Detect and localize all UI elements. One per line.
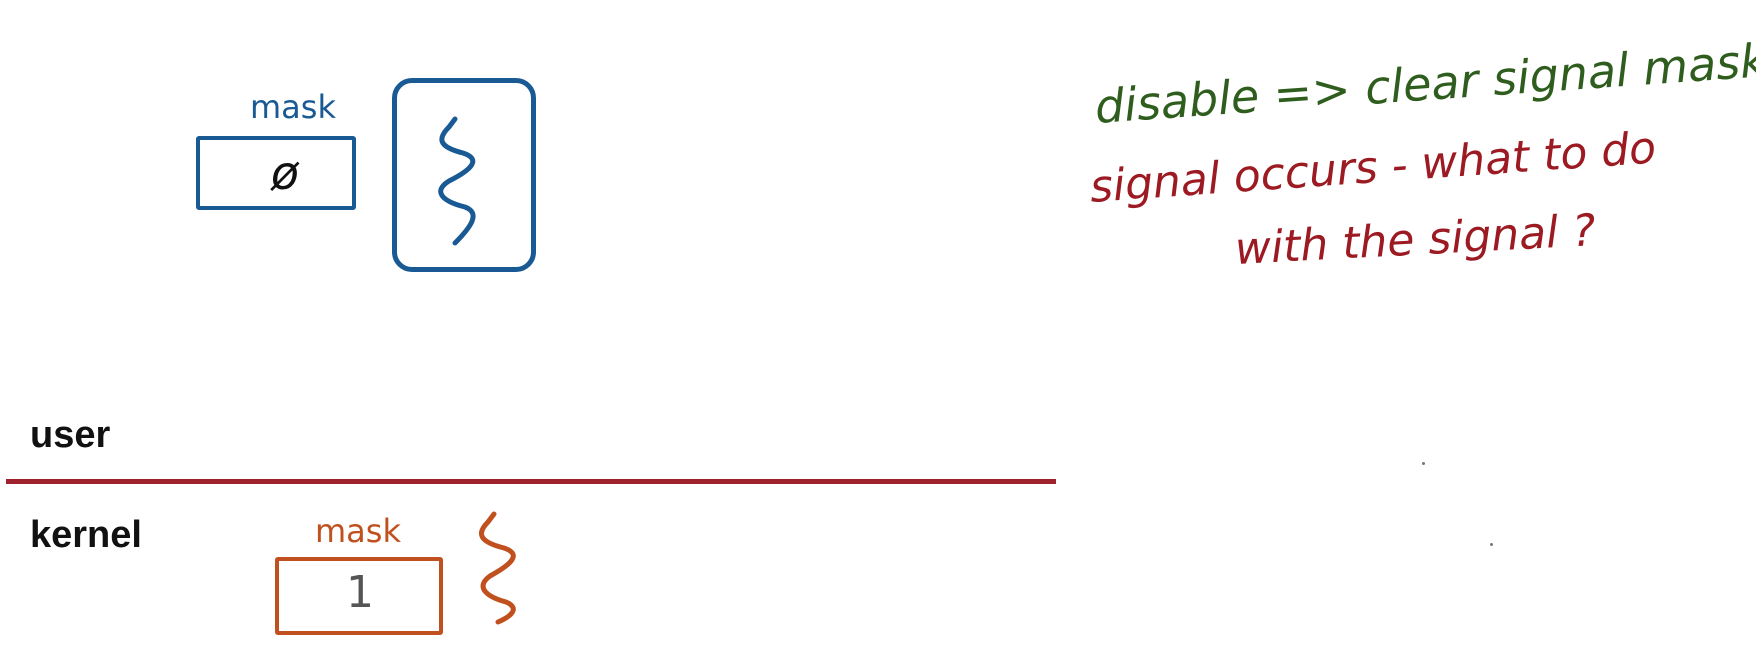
user-mask-value: ø	[270, 146, 300, 200]
kernel-mask-value: 1	[346, 567, 374, 618]
kernel-mask-box	[275, 557, 443, 635]
thread-squiggle-icon	[438, 116, 476, 246]
kernel-thread-squiggle-icon	[478, 511, 516, 625]
user-mask-label: mask	[250, 88, 336, 126]
note-with-signal: with the signal ?	[1233, 205, 1597, 275]
stray-dot	[1422, 462, 1425, 465]
user-kernel-boundary	[6, 479, 1056, 484]
note-signal-occurs: signal occurs - what to do	[1088, 122, 1658, 213]
user-space-label: user	[30, 414, 111, 456]
kernel-space-label: kernel	[30, 514, 142, 556]
stray-dot	[1490, 543, 1493, 546]
note-disable: disable => clear signal mask	[1093, 33, 1756, 134]
user-mask-box	[196, 136, 356, 210]
kernel-mask-label: mask	[315, 512, 401, 550]
user-thread-box	[392, 78, 536, 272]
